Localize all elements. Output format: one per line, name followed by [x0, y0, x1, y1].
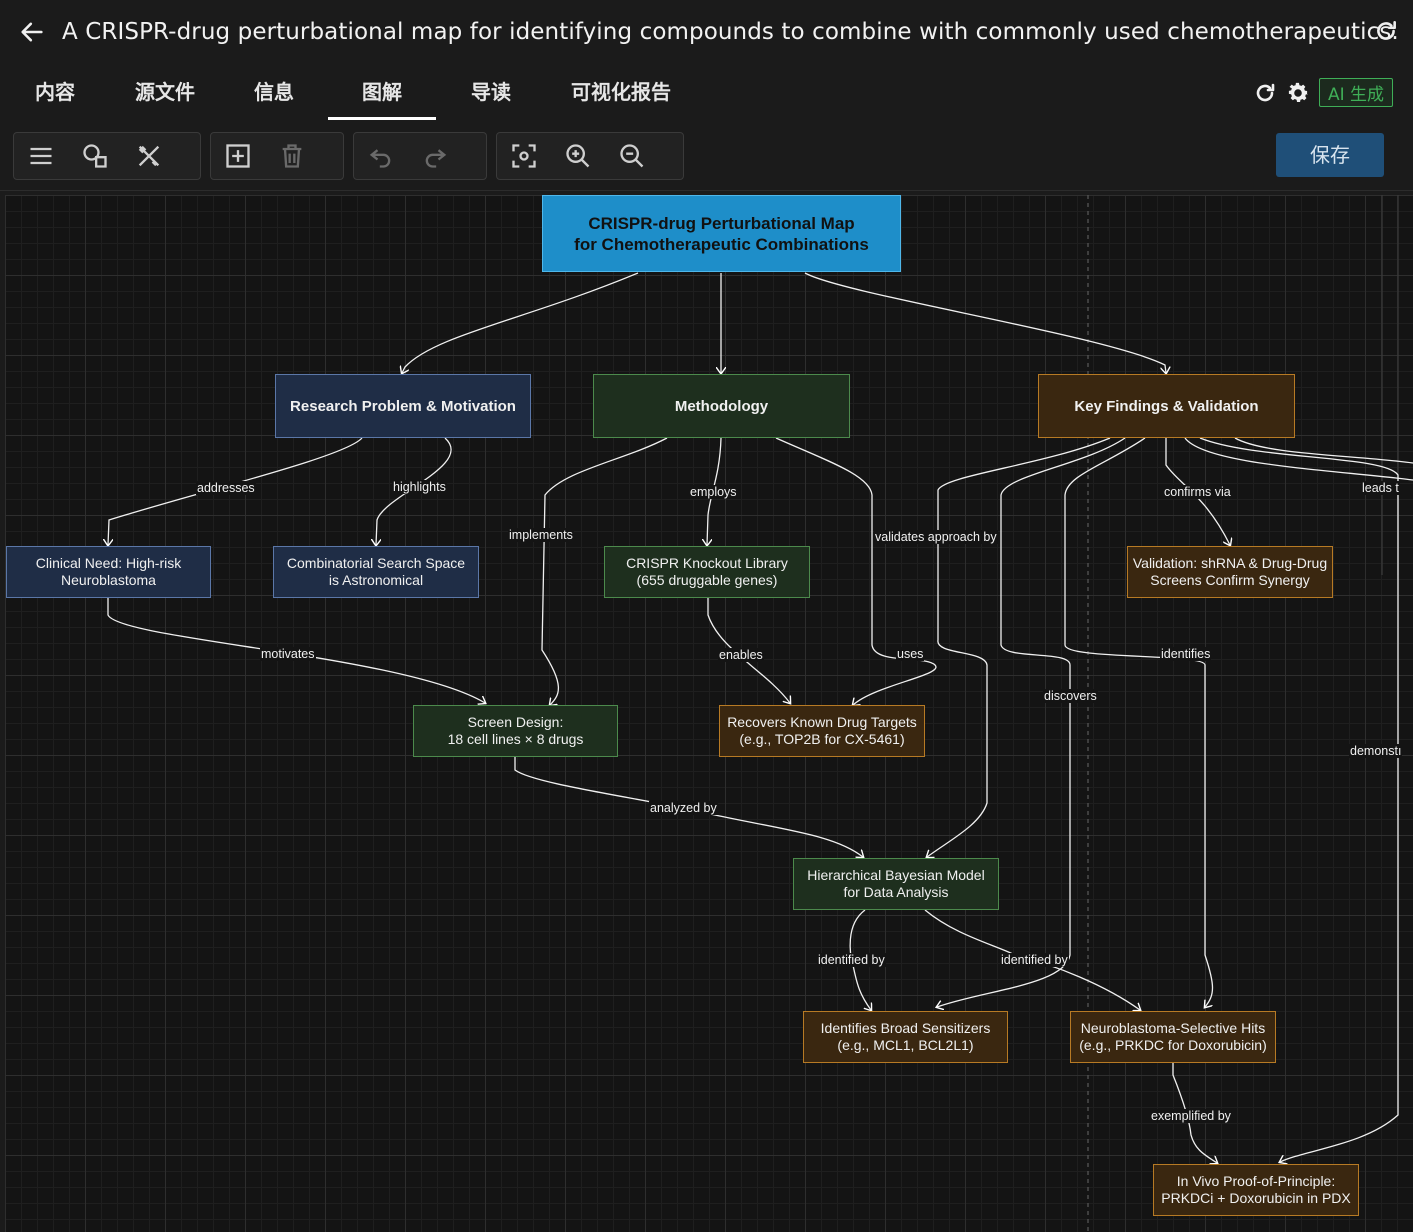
- edge-label-analyzed-by: analyzed by: [649, 801, 718, 815]
- edge-leads-to: [1184, 437, 1413, 481]
- add-box-icon: [226, 144, 250, 168]
- menu-icon: [30, 147, 52, 165]
- zoom-out-button[interactable]: [605, 133, 659, 179]
- tab-guide[interactable]: 导读: [471, 80, 511, 104]
- node-research-problem[interactable]: Research Problem & Motivation: [275, 374, 531, 438]
- node-in-vivo[interactable]: In Vivo Proof-of-Principle: PRKDCi + Dox…: [1153, 1164, 1359, 1216]
- edge-label-addresses: addresses: [196, 481, 256, 495]
- edge-root-research: [402, 272, 639, 373]
- shapes-icon: [83, 144, 107, 168]
- edge-exemplified-by: [1172, 1063, 1217, 1163]
- page-title: A CRISPR-drug perturbational map for ide…: [62, 19, 1399, 45]
- edge-label-validates: validates approach by: [874, 530, 998, 544]
- edge-label-confirms: confirms via: [1163, 485, 1232, 499]
- edge-label-enables: enables: [718, 648, 764, 662]
- tab-diagram[interactable]: 图解: [328, 64, 436, 120]
- diagram-toolbar: 保存: [0, 124, 1413, 191]
- node-combinatorial-space[interactable]: Combinatorial Search Space is Astronomic…: [273, 546, 479, 598]
- edge-implements: [541, 437, 668, 705]
- undo-button[interactable]: [354, 133, 408, 179]
- node-crispr-library[interactable]: CRISPR Knockout Library (655 druggable g…: [604, 546, 810, 598]
- edge-validates: [775, 437, 937, 705]
- edge-label-identified-by-1: identified by: [817, 953, 886, 967]
- node-key-findings[interactable]: Key Findings & Validation: [1038, 374, 1295, 438]
- save-button[interactable]: 保存: [1276, 133, 1384, 177]
- tab-source-file[interactable]: 源文件: [135, 80, 195, 104]
- edge-label-motivates: motivates: [260, 647, 316, 661]
- edge-label-demonstrates: demonstı: [1349, 744, 1403, 758]
- tab-actions: AI 生成: [1253, 78, 1393, 107]
- zoom-in-icon: [566, 144, 590, 168]
- zoom-in-button[interactable]: [551, 133, 605, 179]
- node-methodology[interactable]: Methodology: [593, 374, 850, 438]
- diagram-edges: [5, 195, 1413, 1232]
- fit-view-button[interactable]: [497, 133, 551, 179]
- edge-label-discovers: discovers: [1043, 689, 1098, 703]
- edge-motivates: [107, 597, 485, 703]
- back-arrow-icon[interactable]: [18, 18, 46, 46]
- redo-icon: [425, 149, 447, 168]
- edge-label-identified-by-2: identified by: [1000, 953, 1069, 967]
- redo-button[interactable]: [408, 133, 462, 179]
- tab-content[interactable]: 内容: [35, 80, 75, 104]
- trash-icon: [282, 144, 302, 168]
- edge-label-uses: uses: [896, 647, 925, 661]
- add-node-button[interactable]: [211, 133, 265, 179]
- tools-button[interactable]: [122, 133, 176, 179]
- edge-root-findings: [804, 272, 1166, 373]
- toolbar-group-layout: [13, 132, 201, 180]
- title-bar: A CRISPR-drug perturbational map for ide…: [0, 0, 1413, 64]
- node-selective-hits[interactable]: Neuroblastoma-Selective Hits (e.g., PRKD…: [1070, 1011, 1276, 1063]
- undo-icon: [369, 149, 391, 168]
- edge-label-identifies: identifies: [1160, 647, 1212, 661]
- edge-identifies: [1064, 437, 1214, 1007]
- edge-label-highlights: highlights: [392, 480, 447, 494]
- diagram-canvas[interactable]: CRISPR-drug Perturbational Map for Chemo…: [5, 195, 1413, 1232]
- edge-discovers: [937, 437, 1126, 1007]
- ai-generate-button[interactable]: AI 生成: [1318, 78, 1393, 107]
- node-screen-design[interactable]: Screen Design: 18 cell lines × 8 drugs: [413, 705, 618, 757]
- node-clinical-need[interactable]: Clinical Need: High-risk Neuroblastoma: [6, 546, 211, 598]
- tab-visual-report[interactable]: 可视化报告: [571, 80, 671, 104]
- node-validation[interactable]: Validation: shRNA & Drug-Drug Screens Co…: [1127, 546, 1333, 598]
- tools-icon: [138, 145, 160, 167]
- shapes-button[interactable]: [68, 133, 122, 179]
- edge-label-leads-to: leads t: [1361, 481, 1400, 495]
- edge-label-employs: employs: [689, 485, 738, 499]
- regenerate-icon[interactable]: [1253, 81, 1277, 105]
- menu-button[interactable]: [14, 133, 68, 179]
- edge-addresses: [108, 437, 363, 545]
- toolbar-group-edit: [210, 132, 344, 180]
- node-root[interactable]: CRISPR-drug Perturbational Map for Chemo…: [542, 195, 901, 272]
- edge-uses: [927, 437, 1111, 857]
- node-broad-sensitizers[interactable]: Identifies Broad Sensitizers (e.g., MCL1…: [803, 1011, 1008, 1063]
- node-recovers-targets[interactable]: Recovers Known Drug Targets (e.g., TOP2B…: [719, 705, 925, 757]
- tab-info[interactable]: 信息: [254, 80, 294, 104]
- toolbar-group-view: [496, 132, 684, 180]
- refresh-icon[interactable]: [1373, 18, 1399, 44]
- delete-button[interactable]: [265, 133, 319, 179]
- gear-icon[interactable]: [1285, 80, 1311, 106]
- node-bayesian-model[interactable]: Hierarchical Bayesian Model for Data Ana…: [793, 858, 999, 910]
- edge-label-implements: implements: [508, 528, 574, 542]
- edge-demonstrates: [1199, 437, 1399, 1162]
- focus-icon: [512, 144, 536, 168]
- tab-bar: 内容 源文件 信息 图解 导读 可视化报告 AI 生成: [0, 64, 1413, 124]
- edge-label-exemplified-by: exemplified by: [1150, 1109, 1232, 1123]
- toolbar-group-history: [353, 132, 487, 180]
- zoom-out-icon: [620, 144, 644, 168]
